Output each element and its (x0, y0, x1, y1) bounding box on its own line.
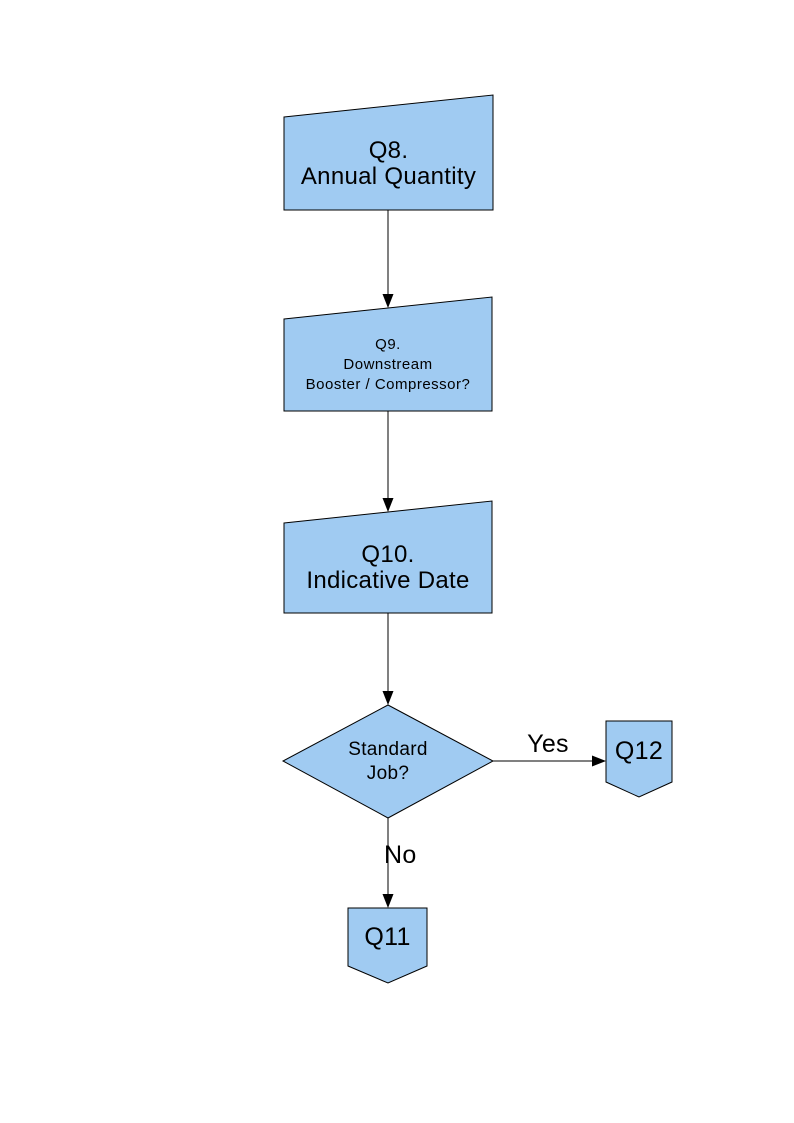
edge-q8-q9-arrowhead-icon (382, 294, 394, 308)
node-q10-shape (283, 500, 493, 614)
node-q9-shape (283, 296, 493, 412)
edge-q9-q10-arrowhead-icon (382, 498, 394, 512)
node-q12-shape (605, 720, 673, 798)
node-q8-shape (283, 94, 494, 211)
node-q11-shape (347, 907, 428, 984)
edge-decision-q11-arrowhead-icon (382, 894, 394, 908)
edge-q10-decision-arrowhead-icon (382, 691, 394, 705)
node-standard-job-shape (281, 704, 495, 819)
edge-decision-q12-arrowhead-icon (592, 755, 606, 767)
